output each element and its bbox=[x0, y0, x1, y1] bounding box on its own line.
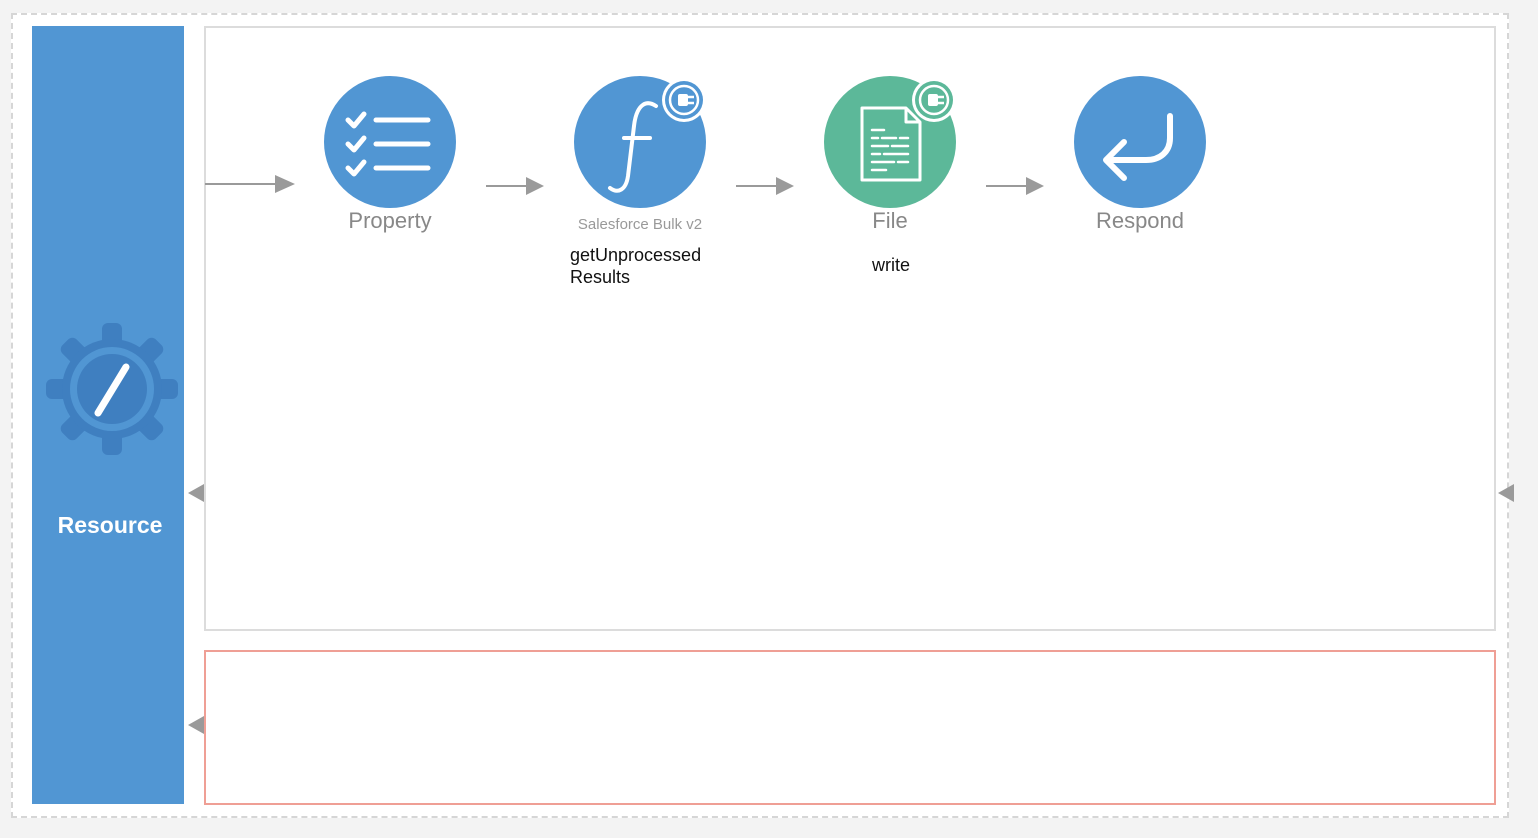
flow-arrow-4 bbox=[986, 177, 1044, 195]
document-icon bbox=[860, 106, 922, 182]
error-handler-panel bbox=[204, 650, 1496, 805]
flow-arrow-2 bbox=[486, 177, 544, 195]
return-arrow-left bbox=[188, 484, 204, 502]
checklist-icon bbox=[345, 111, 431, 177]
resource-panel[interactable]: Resource bbox=[32, 26, 184, 804]
connector-plug-icon bbox=[912, 78, 956, 122]
salesforce-operation-line2: Results bbox=[570, 267, 631, 287]
file-operation: write bbox=[872, 255, 911, 275]
return-arrow-right bbox=[1498, 484, 1514, 502]
flow-arrow-1 bbox=[205, 175, 295, 193]
error-return-arrow bbox=[188, 716, 204, 734]
gear-slash-icon bbox=[46, 323, 178, 455]
property-label: Property bbox=[348, 208, 432, 233]
resource-label: Resource bbox=[57, 512, 163, 538]
flow-arrow-3 bbox=[736, 177, 794, 195]
property-node[interactable] bbox=[324, 76, 456, 208]
return-arrow-icon bbox=[1103, 113, 1173, 181]
salesforce-operation-line1: getUnprocessed bbox=[570, 245, 702, 265]
connector-plug-icon bbox=[662, 78, 706, 122]
salesforce-bulk-label: Salesforce Bulk v2 bbox=[577, 216, 703, 233]
respond-node[interactable] bbox=[1074, 76, 1206, 208]
respond-label: Respond bbox=[1095, 208, 1185, 233]
function-icon bbox=[608, 101, 658, 193]
file-label: File bbox=[872, 208, 908, 233]
